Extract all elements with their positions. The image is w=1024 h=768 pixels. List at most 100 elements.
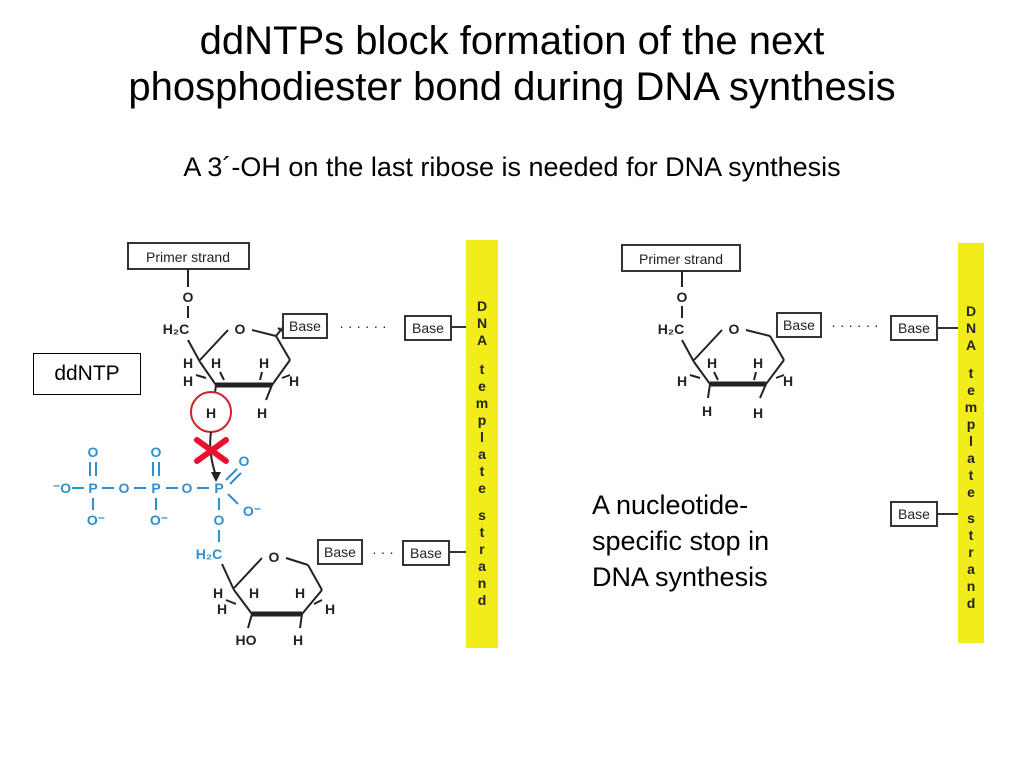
h-atom: H	[753, 355, 763, 371]
template-letter: d	[967, 595, 976, 611]
left-diagram: D N A t e m p l a t e s t r a n d Primer…	[53, 240, 498, 648]
template-letter: m	[476, 395, 488, 411]
right-ring-o: O	[729, 321, 740, 337]
svg-text:O: O	[239, 453, 250, 469]
h-atom: H	[707, 355, 717, 371]
svg-text:O⁻: O⁻	[150, 512, 168, 528]
svg-text:P: P	[214, 480, 223, 496]
template-letter: a	[967, 450, 975, 466]
lower-base-label: Base	[324, 544, 356, 560]
right-base-box	[776, 312, 822, 338]
lower-template-base-label: Base	[410, 545, 442, 561]
svg-text:O⁻: O⁻	[243, 503, 261, 519]
right-lower-template-base-label: Base	[898, 506, 930, 522]
upper-base-box	[282, 313, 328, 339]
right-diagram: D N A t e m p l a t e s t r a n d Primer…	[621, 243, 984, 643]
right-template-base-label: Base	[898, 320, 930, 336]
lower-3prime-oh: HO	[236, 632, 257, 648]
template-letter: D	[966, 303, 976, 319]
right-lower-template-base-box	[890, 501, 938, 527]
template-letter: l	[480, 429, 484, 445]
h-atom: H	[259, 355, 269, 371]
template-letter: A	[966, 337, 976, 353]
x-mark	[194, 437, 229, 464]
h-atom: H	[249, 585, 259, 601]
svg-text:O: O	[151, 444, 162, 460]
template-letter: r	[968, 544, 974, 560]
svg-text:O: O	[182, 480, 193, 496]
h2c-label: H₂C	[163, 321, 189, 337]
template-letter: t	[969, 467, 974, 483]
h-atom: H	[217, 601, 227, 617]
upper-template-base-label: Base	[412, 320, 444, 336]
h-atom: H	[753, 405, 763, 421]
template-letter: d	[478, 592, 487, 608]
lower-base-box	[317, 539, 363, 565]
template-letter: n	[478, 575, 487, 591]
h-atom: H	[183, 355, 193, 371]
template-letter: N	[966, 320, 976, 336]
h-atom: H	[783, 373, 793, 389]
title-line-1: ddNTPs block formation of the next	[199, 19, 825, 63]
lower-ribose	[221, 557, 323, 629]
template-letter: e	[967, 382, 975, 398]
upper-ring-o: O	[235, 321, 246, 337]
h-atom: H	[213, 585, 223, 601]
template-letter: e	[478, 378, 486, 394]
h-atom: H	[325, 601, 335, 617]
ddntp-label-box: ddNTP	[33, 353, 141, 395]
slide-title: ddNTPs block formation of the next phosp…	[0, 18, 1024, 110]
template-letter: D	[477, 298, 487, 314]
svg-text:⁻O: ⁻O	[53, 480, 71, 496]
svg-text:O: O	[88, 444, 99, 460]
h-atom: H	[677, 373, 687, 389]
template-letter: r	[479, 541, 485, 557]
svg-text:O: O	[214, 512, 225, 528]
h-atom: H	[257, 405, 267, 421]
svg-text:O: O	[119, 480, 130, 496]
left-template-bar	[466, 240, 498, 648]
template-letter: s	[478, 507, 486, 523]
svg-text:P: P	[88, 480, 97, 496]
template-letter: e	[478, 480, 486, 496]
right-template-bar	[958, 243, 984, 643]
nucleotide-stop-caption: A nucleotide- specific stop in DNA synth…	[592, 487, 852, 595]
template-letter: a	[478, 446, 486, 462]
template-letter: t	[969, 365, 974, 381]
right-ribose	[681, 329, 785, 399]
left-primer-label: Primer strand	[146, 249, 230, 265]
caption-line-3: DNA synthesis	[592, 562, 768, 592]
slide-subtitle: A 3´-OH on the last ribose is needed for…	[183, 152, 841, 182]
template-letter: e	[967, 484, 975, 500]
triphosphate: ⁻O P O P O P O O O O⁻ O⁻ O⁻	[53, 444, 261, 562]
h-atom: H	[183, 373, 193, 389]
template-letter: l	[969, 433, 973, 449]
lower-template-base-box	[402, 540, 450, 566]
h-atom: H	[289, 373, 299, 389]
hbond-dots: · · · · · ·	[339, 318, 386, 334]
primer-link-o: O	[183, 289, 194, 305]
template-letter: t	[969, 527, 974, 543]
svg-text:H₂C: H₂C	[196, 546, 222, 562]
hbond-dots: · · · · · ·	[831, 317, 878, 333]
title-line-2: phosphodiester bond during DNA synthesis	[128, 65, 896, 109]
right-base-label: Base	[783, 317, 815, 333]
h-atom: H	[211, 355, 221, 371]
caption-line-1: A nucleotide-	[592, 490, 749, 520]
template-letter: a	[478, 558, 486, 574]
caption-line-2: specific stop in	[592, 526, 770, 556]
right-primer-label: Primer strand	[639, 251, 723, 267]
hbond-dots: · · ·	[372, 544, 394, 560]
primer-link-o: O	[677, 289, 688, 305]
template-letter: p	[478, 412, 487, 428]
h-atom: H	[702, 403, 712, 419]
template-letter: N	[477, 315, 487, 331]
lower-ring-o: O	[269, 549, 280, 565]
upper-ribose	[187, 325, 291, 388]
template-letter: m	[965, 399, 977, 415]
svg-text:P: P	[151, 480, 160, 496]
right-template-label: D N A t e m p l a t e s t r a n d	[965, 303, 977, 611]
three-prime-h: H	[206, 405, 216, 421]
upper-base-label: Base	[289, 318, 321, 334]
